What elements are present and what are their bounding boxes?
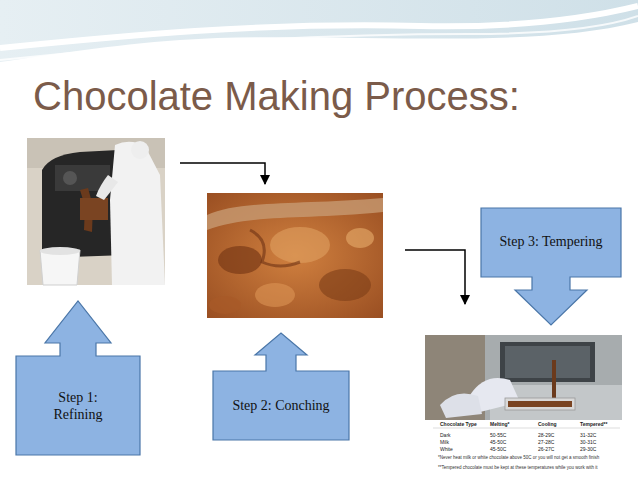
table-cell: White xyxy=(440,447,453,453)
callout-body: Step 2: Conching xyxy=(212,371,350,441)
callout-shape xyxy=(15,300,141,456)
table-cell: 50-55C xyxy=(490,433,506,439)
table-cell: 30-31C xyxy=(580,440,596,446)
table-cell: Tempered** xyxy=(580,422,607,428)
table-cell: 26-27C xyxy=(538,447,554,453)
table-cell: Chocolate Type xyxy=(440,422,477,428)
callout-outline xyxy=(213,333,349,440)
step-label: Step 2: Conching xyxy=(232,397,329,415)
table-cell: 27-28C xyxy=(538,440,554,446)
conching-photo xyxy=(207,193,383,318)
table-cell: 28-29C xyxy=(538,433,554,439)
slide-title: Chocolate Making Process: xyxy=(33,74,520,119)
table-cell: Milk xyxy=(440,440,449,446)
step-label: Step 1: Refining xyxy=(47,389,109,424)
step-callout: Step 2: Conching xyxy=(212,332,350,441)
table-cell: 45-50C xyxy=(490,447,506,453)
callout-outline xyxy=(16,301,140,455)
table-cell: Cooling xyxy=(538,422,557,428)
refining-photo xyxy=(27,138,165,285)
tempering-photo xyxy=(425,335,622,479)
table-cell: 45-50C xyxy=(490,440,506,446)
callout-outline xyxy=(481,208,621,325)
flow-arrows xyxy=(180,163,465,304)
callout-body: Step 3: Tempering xyxy=(480,207,622,277)
table-cell: Dark xyxy=(440,433,451,439)
table-cell: 31-32C xyxy=(580,433,596,439)
table-note: **Tempered chocolate must be kept at the… xyxy=(438,466,618,471)
table-note: *Never heat milk or white chocolate abov… xyxy=(438,456,618,461)
step-callout: Step 1: Refining xyxy=(15,300,141,456)
table-cell: Melting* xyxy=(490,422,509,428)
callout-shape xyxy=(480,207,622,326)
step-label: Step 3: Tempering xyxy=(500,233,603,251)
callout-body: Step 1: Refining xyxy=(15,356,141,456)
table-cell: 29-30C xyxy=(580,447,596,453)
header-swoosh xyxy=(0,0,638,62)
step-callout: Step 3: Tempering xyxy=(480,207,622,326)
callout-shape xyxy=(212,332,350,441)
